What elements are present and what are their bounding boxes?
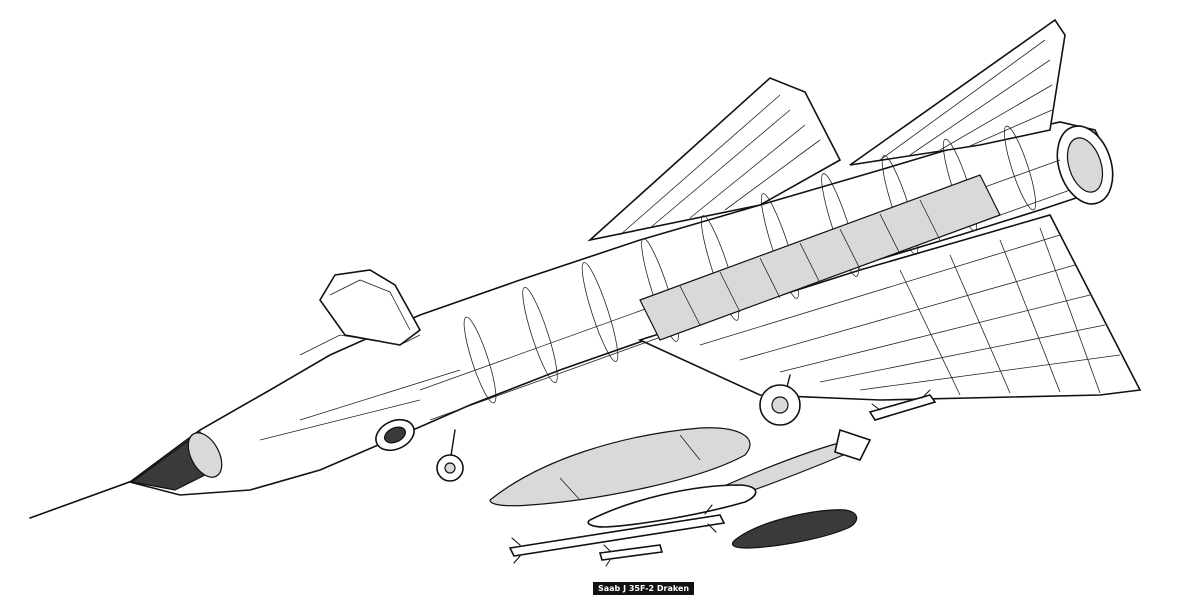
port-wing [587,77,842,242]
bomb [731,509,858,549]
starboard-wing-ribs [699,227,1121,396]
pitot-probe [29,479,136,519]
drop-tank-medium [587,484,757,528]
vertical-fin [849,18,1066,166]
fin-structure [879,39,1053,161]
port-wing-ribs [619,94,821,236]
canopy-frame [319,269,422,346]
underwing-missile [868,389,937,421]
radar-dish [187,432,223,478]
caption-label: Saab J 35F-2 Draken [593,582,695,595]
intake-opening [384,426,406,444]
engine-stages [679,199,941,326]
nozzle-interior [1066,137,1104,193]
canopy-glass-line [329,279,411,331]
rocket-pod [713,428,872,501]
drop-tank-large [489,427,751,507]
cockpit-sill [299,334,421,356]
missile-upper [508,504,726,564]
nose-landing-gear [436,429,464,482]
engine [639,174,1001,341]
missile-lower [598,544,664,567]
drop-tank-seams [559,434,701,501]
main-landing-gear [759,374,801,426]
